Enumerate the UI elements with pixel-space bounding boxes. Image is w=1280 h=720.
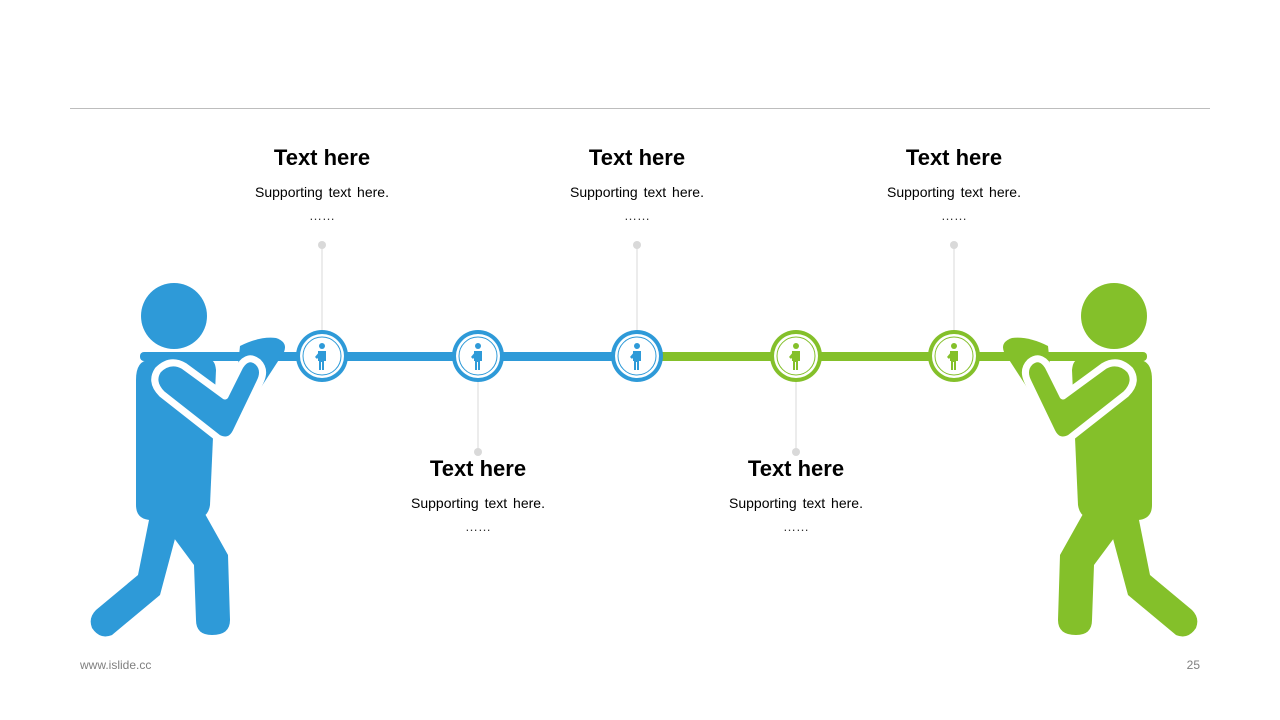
rope-green-segment <box>637 352 1147 361</box>
label-title: Text here <box>747 456 845 481</box>
label-title: Text here <box>905 145 1003 170</box>
timeline-node <box>452 330 504 382</box>
tug-of-war-figure-icon <box>1003 283 1198 637</box>
timeline-node <box>770 330 822 382</box>
label-title: Text here <box>429 456 527 481</box>
rope-blue-segment <box>140 352 637 361</box>
label-body: Supporting text here. <box>411 495 545 511</box>
connector-dot <box>474 448 482 456</box>
person-icon <box>789 343 800 370</box>
label-body: Supporting text here. <box>255 184 389 200</box>
person-icon <box>630 343 641 370</box>
footer-website: www.islide.cc <box>80 658 152 672</box>
label-body: Supporting text here. <box>570 184 704 200</box>
timeline-node <box>296 330 348 382</box>
label-body: Supporting text here. <box>729 495 863 511</box>
connector-dot <box>318 241 326 249</box>
top-divider <box>70 108 1210 109</box>
connector-dot <box>633 241 641 249</box>
label-body: Supporting text here. <box>887 184 1021 200</box>
person-icon <box>315 343 326 370</box>
timeline-node <box>611 330 663 382</box>
label-title: Text here <box>588 145 686 170</box>
label-ellipsis: …… <box>465 519 491 534</box>
page-number: 25 <box>1186 658 1200 672</box>
label-ellipsis: …… <box>941 208 967 223</box>
tug-of-war-figure-icon <box>90 283 285 637</box>
timeline-node <box>928 330 980 382</box>
connector-dot <box>792 448 800 456</box>
label-ellipsis: …… <box>309 208 335 223</box>
label-ellipsis: …… <box>624 208 650 223</box>
person-icon <box>471 343 482 370</box>
person-icon <box>947 343 958 370</box>
label-ellipsis: …… <box>783 519 809 534</box>
label-title: Text here <box>273 145 371 170</box>
connector-dot <box>950 241 958 249</box>
